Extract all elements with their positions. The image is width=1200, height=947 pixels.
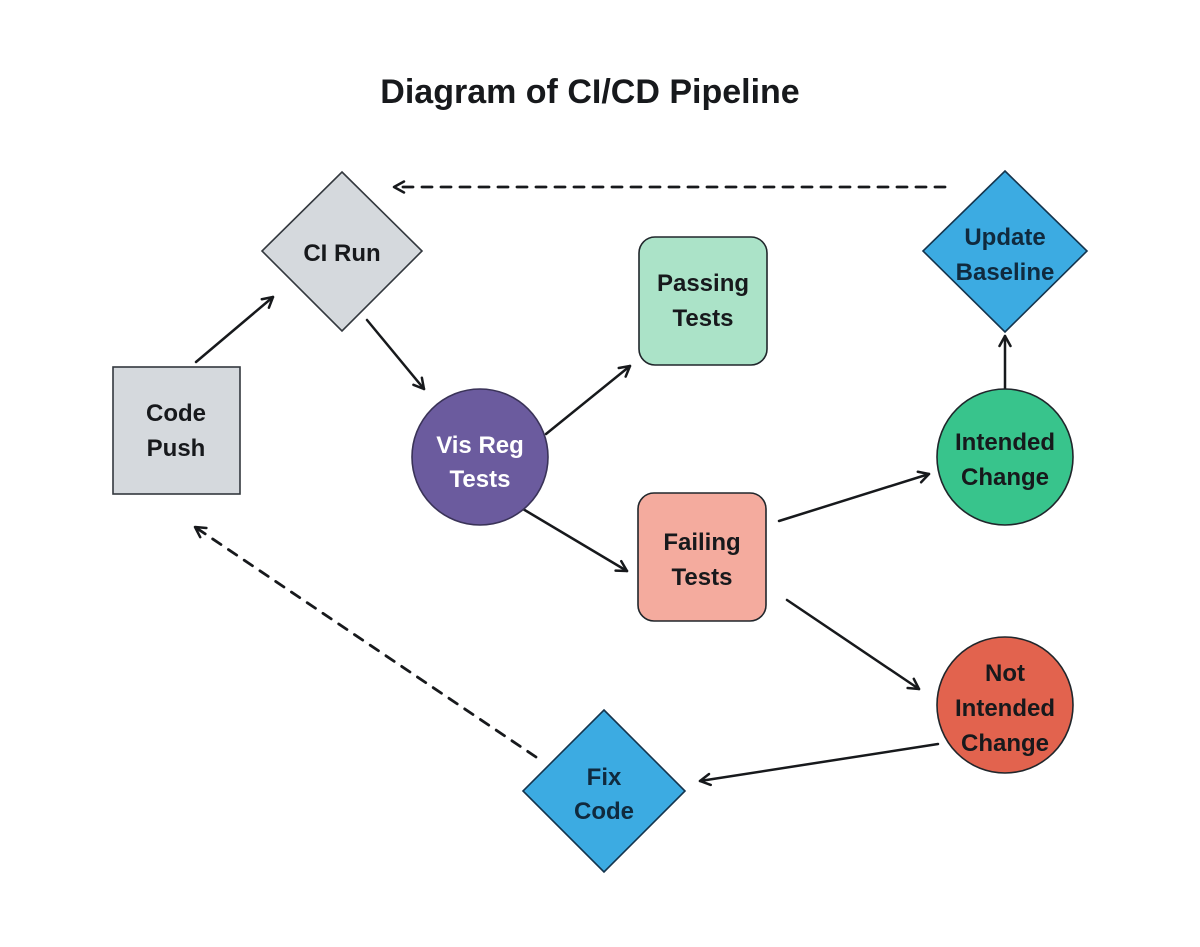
node-update-baseline: Update Baseline (921, 169, 1089, 334)
code-push-label-line2: Push (147, 435, 206, 462)
vis-reg-tests-label-line2: Tests (450, 466, 511, 493)
node-code-push: Code Push (112, 366, 241, 495)
not-intended-change-shape (936, 636, 1074, 774)
node-not-intended-change: Not Intended Change (936, 636, 1074, 774)
code-push-shape (112, 366, 241, 495)
code-push-label-line1: Code (146, 400, 206, 427)
passing-tests-label-line2: Tests (673, 305, 734, 332)
node-ci-run: CI Run (260, 170, 424, 333)
node-passing-tests: Passing Tests (638, 236, 768, 366)
node-failing-tests: Failing Tests (637, 492, 767, 622)
fix-code-label-line1: Fix (587, 764, 622, 791)
node-intended-change: Intended Change (936, 388, 1074, 526)
edge-vis-reg-tests-to-passing-tests (544, 364, 632, 436)
edge-fix-code-to-code-push-dashed (193, 525, 538, 759)
vis-reg-tests-shape (411, 388, 549, 526)
not-intended-change-label-line1: Not (985, 660, 1025, 687)
edge-failing-tests-to-not-intended-change (785, 598, 921, 691)
node-vis-reg-tests: Vis Reg Tests (411, 388, 549, 526)
update-baseline-shape (921, 169, 1089, 334)
edge-code-push-to-ci-run (194, 295, 275, 364)
intended-change-label-line2: Change (961, 464, 1049, 491)
failing-tests-shape (637, 492, 767, 622)
edge-ci-run-to-vis-reg-tests (365, 318, 426, 391)
edge-failing-tests-to-intended-change (777, 470, 931, 523)
page-title: Diagram of CI/CD Pipeline (380, 73, 799, 111)
update-baseline-label-line2: Baseline (956, 259, 1055, 286)
fix-code-shape (521, 708, 687, 874)
passing-tests-label-line1: Passing (657, 270, 749, 297)
ci-run-shape (260, 170, 424, 333)
edge-vis-reg-tests-to-failing-tests (521, 507, 629, 573)
edges-layer (193, 180, 1012, 787)
failing-tests-label-line2: Tests (672, 564, 733, 591)
passing-tests-shape (638, 236, 768, 366)
intended-change-shape (936, 388, 1074, 526)
ci-run-label: CI Run (303, 240, 380, 267)
update-baseline-label-line1: Update (964, 224, 1045, 251)
intended-change-label-line1: Intended (955, 429, 1055, 456)
edge-not-intended-change-to-fix-code (698, 742, 940, 787)
fix-code-label-line2: Code (574, 798, 634, 825)
node-fix-code: Fix Code (521, 708, 687, 874)
not-intended-change-label-line3: Change (961, 730, 1049, 757)
failing-tests-label-line1: Failing (663, 529, 740, 556)
not-intended-change-label-line2: Intended (955, 695, 1055, 722)
vis-reg-tests-label-line1: Vis Reg (436, 432, 524, 459)
